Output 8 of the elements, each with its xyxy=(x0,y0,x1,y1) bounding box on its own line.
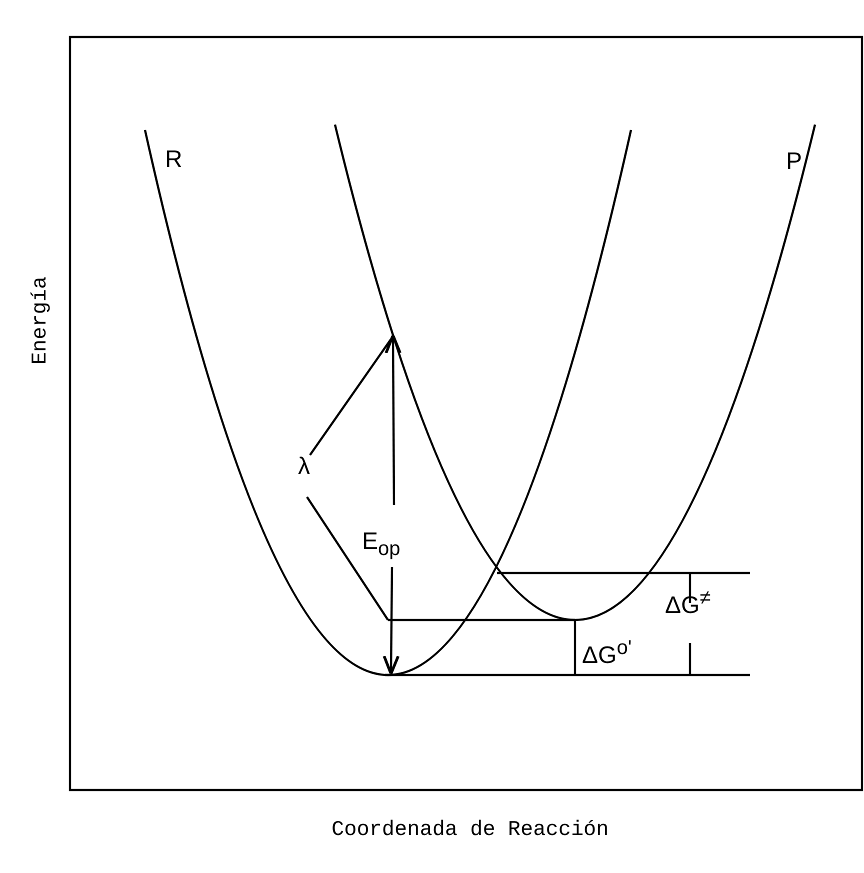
dimension-label: ΔG$^{o'}$ xyxy=(582,638,632,668)
axis-label: Energía xyxy=(30,276,52,365)
dimension-label: λ xyxy=(298,455,310,479)
axis-label: Coordenada de Reacción xyxy=(332,820,609,841)
curve-label: P xyxy=(786,150,802,174)
curve-label: R xyxy=(165,148,182,172)
dimension-label: ΔG$^{≠}$ xyxy=(665,588,711,618)
dimension-label: E$_{op}$ xyxy=(362,530,400,559)
